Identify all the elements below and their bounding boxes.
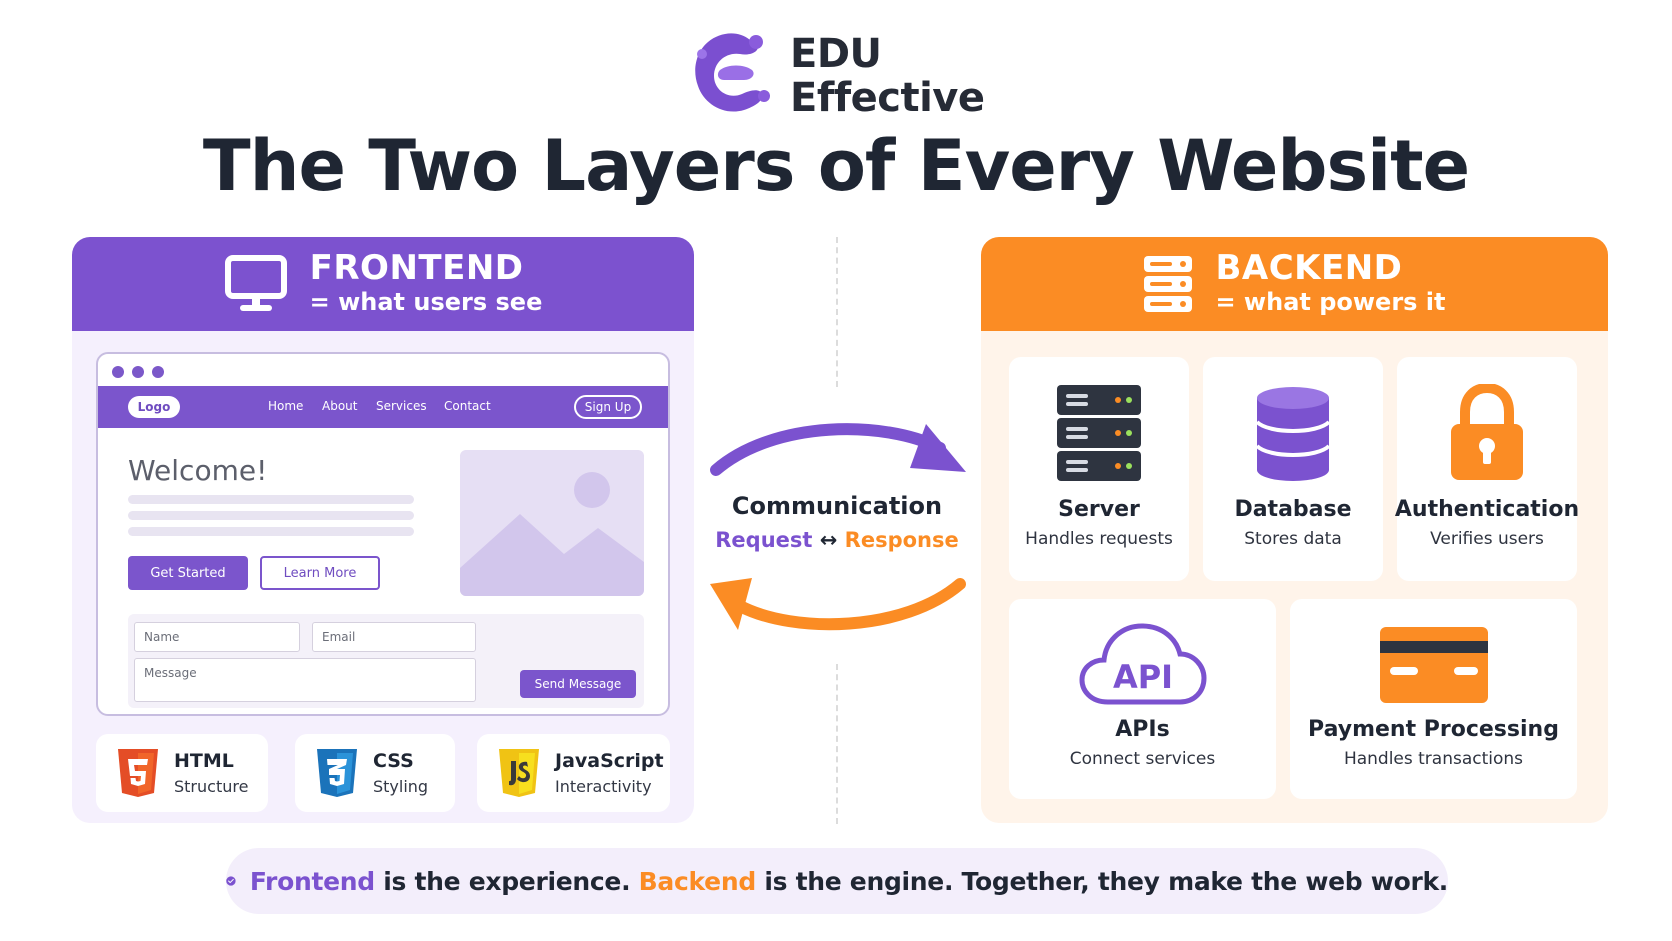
frontend-title: FRONTEND xyxy=(309,247,524,288)
mock-navbar: Logo Home About Services Contact Sign Up xyxy=(98,386,668,428)
api-cloud-icon: API xyxy=(1078,623,1207,705)
backend-card-payment: Payment Processing Handles transactions xyxy=(1290,599,1577,799)
brand-name-line2: Effective xyxy=(790,75,985,121)
service-desc-payment: Handles transactions xyxy=(1343,749,1524,769)
request-label: Request xyxy=(715,528,813,552)
tech-name-javascript: JavaScript xyxy=(555,750,664,772)
backend-header: BACKEND = what powers it xyxy=(981,237,1608,331)
backend-subtitle: = what powers it xyxy=(1215,288,1446,317)
backend-card-server: Server Handles requests xyxy=(1009,357,1189,581)
brand-name-line1: EDU xyxy=(790,31,882,77)
mock-email-field[interactable]: Email xyxy=(312,622,476,652)
server-stack-icon xyxy=(1144,256,1193,312)
backend-panel: BACKEND = what powers it Server Handles xyxy=(981,237,1608,823)
backend-card-database: Database Stores data xyxy=(1203,357,1383,581)
monitor-icon xyxy=(224,255,287,311)
window-dot-icon xyxy=(132,366,144,378)
response-label: Response xyxy=(844,528,959,552)
service-desc-authentication: Verifies users xyxy=(1430,529,1544,549)
service-desc-database: Stores data xyxy=(1244,529,1342,549)
summary-backend-word: Backend xyxy=(638,866,757,896)
mock-name-field[interactable]: Name xyxy=(134,622,300,652)
mock-get-started-button[interactable]: Get Started xyxy=(128,556,248,590)
tech-card-css: CSS Styling xyxy=(295,734,455,812)
mock-nav-about[interactable]: About xyxy=(322,399,358,413)
communication-subtitle: Request ↔ Response xyxy=(702,528,972,552)
service-desc-server: Handles requests xyxy=(1025,529,1173,549)
backend-card-authentication: Authentication Verifies users xyxy=(1394,357,1580,581)
mock-signup-button[interactable]: Sign Up xyxy=(574,395,642,419)
page-title: The Two Layers of Every Website xyxy=(202,125,1470,207)
frontend-header: FRONTEND = what users see xyxy=(72,237,694,331)
check-circle-icon xyxy=(226,876,236,886)
service-name-authentication: Authentication xyxy=(1394,497,1580,522)
backend-title: BACKEND xyxy=(1215,247,1403,288)
lock-icon xyxy=(1451,384,1523,480)
image-placeholder-icon xyxy=(460,472,644,596)
mock-logo[interactable]: Logo xyxy=(128,396,180,418)
tech-role-javascript: Interactivity xyxy=(555,777,652,796)
backend-card-apis: API APIs Connect services xyxy=(1009,599,1276,799)
communication-title: Communication xyxy=(731,492,943,520)
bidirectional-arrow-icon: ↔ xyxy=(819,528,838,552)
mock-nav-home[interactable]: Home xyxy=(268,399,304,413)
summary-text: Frontend is the experience. Backend is t… xyxy=(250,867,1448,896)
frontend-panel: FRONTEND = what users see Logo Home Abou… xyxy=(72,237,694,823)
divider-line-bottom xyxy=(836,664,838,824)
service-name-server: Server xyxy=(1058,497,1140,522)
html5-icon xyxy=(118,749,158,797)
summary-banner: Frontend is the experience. Backend is t… xyxy=(226,848,1448,914)
mock-send-message-button[interactable]: Send Message xyxy=(520,670,636,698)
tech-name-html: HTML xyxy=(174,750,234,772)
mock-nav-contact[interactable]: Contact xyxy=(444,399,491,413)
mock-learn-more-button[interactable]: Learn More xyxy=(260,556,380,590)
server-icon xyxy=(1057,385,1141,481)
tech-role-html: Structure xyxy=(174,777,249,796)
divider-line-top xyxy=(836,237,838,387)
tech-card-html: HTML Structure xyxy=(96,734,268,812)
mock-nav-services[interactable]: Services xyxy=(376,399,427,413)
request-arrow-icon xyxy=(710,423,966,476)
mock-contact-form: Name Email Message Send Message xyxy=(128,614,644,708)
summary-part1: is the experience. xyxy=(374,866,639,896)
service-name-database: Database xyxy=(1234,497,1352,522)
database-icon xyxy=(1255,387,1331,481)
mock-message-field[interactable]: Message xyxy=(134,658,476,702)
javascript-icon xyxy=(499,749,539,797)
service-name-apis: APIs xyxy=(1115,717,1170,742)
window-dot-icon xyxy=(112,366,124,378)
frontend-subtitle: = what users see xyxy=(309,288,543,317)
tech-name-css: CSS xyxy=(373,750,414,772)
edu-effective-logo-icon xyxy=(695,33,770,112)
mock-text-line xyxy=(128,511,414,520)
mock-website-window: Logo Home About Services Contact Sign Up… xyxy=(96,352,670,716)
mock-welcome-heading: Welcome! xyxy=(128,454,268,487)
tech-role-css: Styling xyxy=(373,777,429,796)
credit-card-icon xyxy=(1379,627,1488,703)
mock-image-placeholder xyxy=(460,450,644,596)
summary-frontend-word: Frontend xyxy=(249,866,375,896)
service-name-payment: Payment Processing xyxy=(1308,717,1559,742)
mock-text-line xyxy=(128,527,414,536)
response-arrow-icon xyxy=(710,578,966,631)
mock-text-line xyxy=(128,495,414,504)
service-desc-apis: Connect services xyxy=(1069,749,1216,769)
summary-part2: is the engine. Together, they make the w… xyxy=(755,866,1448,896)
window-dot-icon xyxy=(152,366,164,378)
css3-icon xyxy=(317,749,357,797)
api-icon-text: API xyxy=(1112,658,1172,696)
tech-card-javascript: JavaScript Interactivity xyxy=(477,734,670,812)
